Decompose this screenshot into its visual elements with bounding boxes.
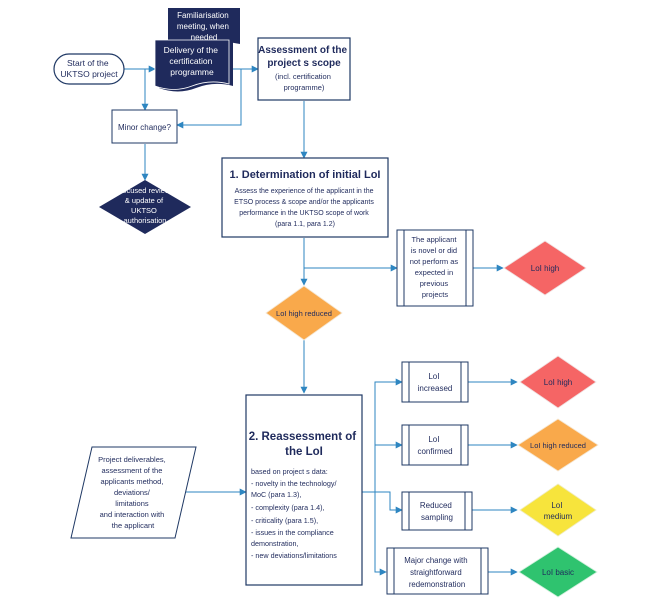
familiarisation-node-shape bbox=[168, 8, 240, 49]
delivery-node[interactable]: Delivery of the certification programme bbox=[154, 39, 233, 92]
reduced-sampling-text: Reduced sampling bbox=[420, 501, 454, 522]
loi-high-reduced-shape-1 bbox=[265, 285, 343, 341]
loi-high-text-2: LoI high bbox=[544, 378, 572, 387]
focused-review-shape bbox=[99, 180, 191, 234]
familiarisation-node[interactable]: Familiarisation meeting, when needed bbox=[168, 8, 240, 49]
connectors bbox=[124, 65, 518, 576]
reduced-sampling-shape bbox=[401, 491, 473, 531]
minor-change-text: Minor change? bbox=[118, 123, 171, 132]
reassessment-shape bbox=[245, 394, 363, 586]
loi-medium-text: LoI medium bbox=[544, 501, 573, 521]
loi-high-reduced-node-1[interactable]: LoI high reduced bbox=[265, 285, 343, 341]
assessment-scope-shape bbox=[257, 37, 351, 101]
assessment-scope-title: Assessment of the project s scope bbox=[258, 45, 350, 69]
connector-determination-to-novel-applicant bbox=[303, 238, 398, 272]
novel-applicant-shape bbox=[396, 229, 474, 307]
novel-applicant-node[interactable]: The applicant is novel or did not perfor… bbox=[396, 229, 474, 307]
major-change-text: Major change with straightforward redemo… bbox=[404, 556, 469, 589]
connector-branch-to-major-change bbox=[374, 492, 387, 576]
deliverables-shape bbox=[70, 446, 197, 539]
loi-increased-shape bbox=[401, 361, 469, 403]
determination-title: 1. Determination of initial LoI bbox=[230, 169, 381, 181]
focused-review-text: Focused review & update of UKTSO authori… bbox=[118, 186, 173, 225]
loi-high-text-1: LoI high bbox=[531, 264, 559, 273]
connector-branch-to-reduced-sampling bbox=[362, 491, 403, 514]
loi-medium-node[interactable]: LoI medium bbox=[519, 483, 597, 537]
loi-medium-shape bbox=[519, 483, 597, 537]
determination-text: Assess the experience of the applicant i… bbox=[234, 188, 376, 228]
minor-change-node[interactable]: Minor change? bbox=[111, 109, 178, 144]
loi-high-node-2[interactable]: LoI high bbox=[519, 355, 597, 409]
loi-increased-node[interactable]: LoI increased bbox=[401, 361, 469, 403]
loi-confirmed-shape bbox=[401, 424, 469, 466]
loi-increased-text: LoI increased bbox=[418, 372, 453, 393]
loi-basic-text: LoI basic bbox=[542, 568, 574, 577]
loi-high-reduced-node-2[interactable]: LoI high reduced bbox=[517, 418, 599, 472]
minor-change-shape bbox=[111, 109, 178, 144]
deliverables-text: Project deliverables, assessment of the … bbox=[98, 455, 168, 530]
start-node-shape bbox=[53, 53, 125, 85]
loi-confirmed-text: LoI confirmed bbox=[417, 435, 452, 456]
loi-confirmed-node[interactable]: LoI confirmed bbox=[401, 424, 469, 466]
start-node-text: Start of the UKTSO project bbox=[60, 58, 118, 79]
reduced-sampling-node[interactable]: Reduced sampling bbox=[401, 491, 473, 531]
determination-node[interactable]: 1. Determination of initial LoI Assess t… bbox=[221, 157, 389, 238]
assessment-scope-node[interactable]: Assessment of the project s scope (incl.… bbox=[257, 37, 351, 101]
loi-basic-node[interactable]: LoI basic bbox=[518, 546, 598, 598]
delivery-node-text: Delivery of the certification programme bbox=[164, 45, 221, 77]
loi-high-shape-2 bbox=[519, 355, 597, 409]
reassessment-node[interactable]: 2. Reassessment of the LoI based on proj… bbox=[245, 394, 363, 586]
loi-high-reduced-text-1: LoI high reduced bbox=[276, 309, 332, 318]
delivery-node-shape bbox=[154, 39, 230, 90]
deliverables-node[interactable]: Project deliverables, assessment of the … bbox=[70, 446, 197, 539]
loi-high-reduced-shape-2 bbox=[517, 418, 599, 472]
reassessment-title: 2. Reassessment of the LoI bbox=[249, 431, 360, 458]
loi-basic-shape bbox=[518, 546, 598, 598]
assessment-scope-sub: (incl. certification programme) bbox=[275, 72, 333, 92]
loi-high-reduced-text-2: LoI high reduced bbox=[530, 441, 586, 450]
loi-high-node-1[interactable]: LoI high bbox=[503, 240, 587, 296]
major-change-node[interactable]: Major change with straightforward redemo… bbox=[386, 547, 489, 595]
familiarisation-node-text: Familiarisation meeting, when needed bbox=[177, 11, 231, 42]
start-node[interactable]: Start of the UKTSO project bbox=[53, 53, 125, 85]
determination-shape bbox=[221, 157, 389, 238]
reassessment-text: based on project s data: - novelty in th… bbox=[251, 467, 339, 560]
connector-assessment-to-minor-change bbox=[176, 69, 242, 129]
major-change-shape bbox=[386, 547, 489, 595]
connector-branch-to-loi-increased bbox=[374, 378, 403, 492]
novel-applicant-text: The applicant is novel or did not perfor… bbox=[410, 235, 460, 299]
focused-review-node[interactable]: Focused review & update of UKTSO authori… bbox=[99, 180, 191, 234]
loi-high-shape-1 bbox=[503, 240, 587, 296]
